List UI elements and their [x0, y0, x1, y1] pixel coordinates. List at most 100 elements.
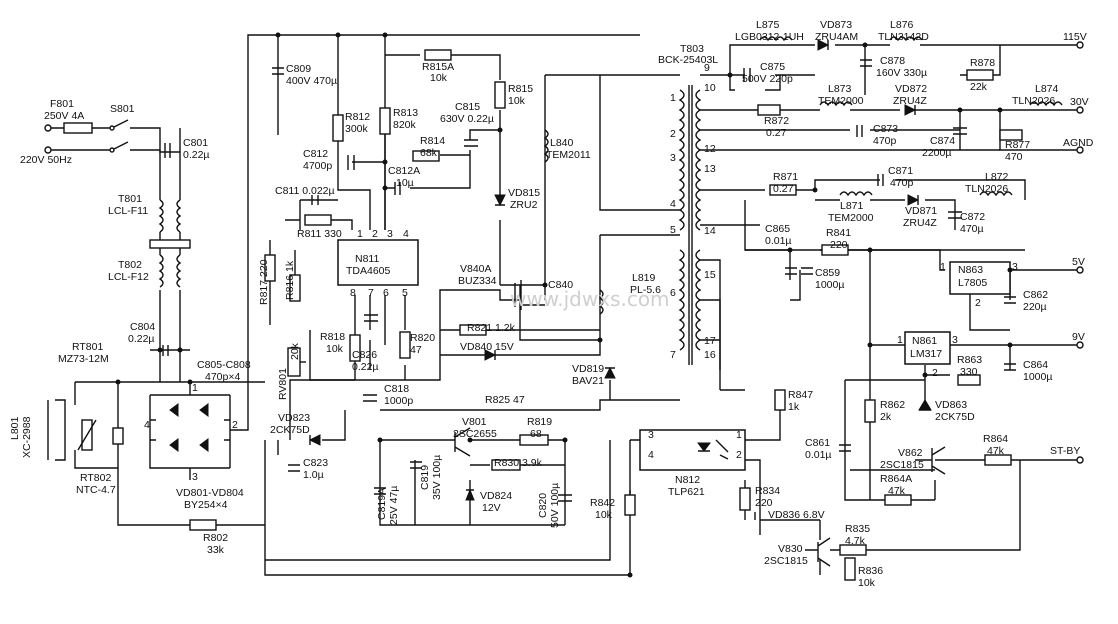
v840a-value: BUZ334	[458, 275, 497, 287]
r871-value: 0.27	[773, 183, 794, 195]
ic-pin: 4	[403, 228, 409, 240]
r872-value: 0.27	[766, 127, 787, 139]
t803-pin: 6	[670, 287, 676, 299]
r877-value: 470	[1005, 151, 1023, 163]
t803-pin: 10	[704, 82, 716, 94]
t803-pin: 13	[704, 163, 716, 175]
vd815-value: ZRU2	[510, 199, 538, 211]
ic-pin: 5	[402, 287, 408, 299]
r825-label: R825 47	[485, 394, 525, 406]
output-stby-label: ST-BY	[1050, 445, 1080, 457]
output-9v-label: 9V	[1072, 331, 1085, 343]
l876-value: TLN3142D	[878, 31, 929, 43]
c862-value: 220µ	[1023, 301, 1047, 313]
r847-name: R847	[788, 389, 813, 401]
c804-value: 0.22µ	[128, 333, 155, 345]
r878-value: 22k	[970, 81, 988, 93]
t802-name: T802	[118, 259, 142, 271]
r864a-value: 47k	[888, 485, 906, 497]
r815a-name: R815A	[422, 61, 454, 73]
c861-value: 0.01µ	[805, 449, 832, 461]
n812-pin: 3	[648, 429, 654, 441]
t803-pin: 7	[670, 349, 676, 361]
r841-value: 220	[830, 239, 848, 251]
l871-value: TEM2000	[828, 212, 874, 224]
r819-name: R819	[527, 416, 552, 428]
ic-pin: 7	[368, 287, 374, 299]
r864-value: 47k	[987, 445, 1005, 457]
n811-name: N811	[355, 253, 379, 265]
r820-value: 47	[410, 344, 422, 356]
c878-value: 160V 330µ	[876, 67, 927, 79]
c864-name: C864	[1023, 359, 1048, 371]
vd801-name: VD801-VD804	[176, 487, 244, 499]
bridge-pin: 4	[144, 419, 150, 431]
vd872-name: VD872	[895, 83, 927, 95]
n861-value: LM317	[910, 348, 942, 360]
r871-name: R871	[773, 171, 798, 183]
r812-name: R812	[345, 111, 370, 123]
c805-name: C805-C808	[197, 359, 251, 371]
vd819-name: VD819	[572, 363, 604, 375]
n812-pin: 1	[736, 429, 742, 441]
r842-value: 10k	[595, 509, 613, 521]
c820-name: C820	[537, 493, 549, 518]
l871-name: L871	[840, 200, 864, 212]
c865-value: 0.01µ	[765, 235, 792, 247]
v862-value: 2SC1815	[880, 459, 924, 471]
r812-value: 300k	[345, 123, 369, 135]
r836-name: R836	[858, 565, 883, 577]
r872-name: R872	[764, 115, 789, 127]
rt801-name: RT801	[72, 341, 103, 353]
c874-name: C874	[930, 135, 955, 147]
c818-name: C818	[384, 383, 409, 395]
l873-value: TEM2000	[818, 95, 864, 107]
c823-name: C823	[303, 457, 328, 469]
choke-t802	[158, 254, 182, 288]
rv801-value: 20k	[289, 342, 301, 360]
t803-pin: 2	[670, 128, 676, 140]
wires	[48, 34, 1080, 576]
rt802-name: RT802	[80, 472, 111, 484]
mosfet-v840a	[514, 280, 545, 310]
l874-name: L874	[1035, 83, 1059, 95]
mains-label: 220V 50Hz	[20, 154, 72, 166]
r811-label: R811 330	[297, 228, 342, 240]
symbols	[44, 32, 1084, 581]
regulator-n863	[949, 261, 1011, 295]
l801-name: L801	[9, 416, 21, 440]
v840a-name: V840A	[460, 263, 492, 275]
vd863-name: VD863	[935, 399, 967, 411]
t803-pin: 9	[704, 62, 710, 74]
t803-pin: 14	[704, 225, 716, 237]
c809-name: C809	[286, 63, 311, 75]
n811-value: TDA4605	[346, 265, 391, 277]
l873-name: L873	[828, 83, 852, 95]
r814-value: 68k	[420, 147, 438, 159]
vd873-value: ZRU4AM	[815, 31, 858, 43]
inductor-l840	[543, 129, 549, 163]
vd873-name: VD873	[820, 19, 852, 31]
c871-name: C871	[888, 165, 913, 177]
output-30v-label: 30V	[1070, 96, 1089, 108]
output-5v-label: 5V	[1072, 256, 1085, 268]
c871-value: 470p	[890, 177, 914, 189]
vd871-value: ZRU4Z	[903, 217, 937, 229]
r864a-name: R864A	[880, 473, 912, 485]
terminal-agnd	[1076, 146, 1084, 154]
vd815-name: VD815	[508, 187, 540, 199]
v830-name: V830	[778, 543, 803, 555]
r830-label: R830 3.9k	[494, 457, 543, 469]
c815-name: C815	[455, 101, 480, 113]
l875-value: LGB0312-1UH	[735, 31, 804, 43]
t803-pin: 1	[670, 92, 676, 104]
c819-name: C819	[419, 465, 431, 490]
t803-value: BCK-25403L	[658, 54, 718, 66]
ic-pin: 2	[372, 228, 378, 240]
n812-pin: 2	[736, 449, 742, 461]
n863-value: L7805	[958, 277, 987, 289]
r818-name: R818	[320, 331, 345, 343]
vd823-value: 2CK75D	[270, 424, 310, 436]
l875-name: L875	[756, 19, 780, 31]
